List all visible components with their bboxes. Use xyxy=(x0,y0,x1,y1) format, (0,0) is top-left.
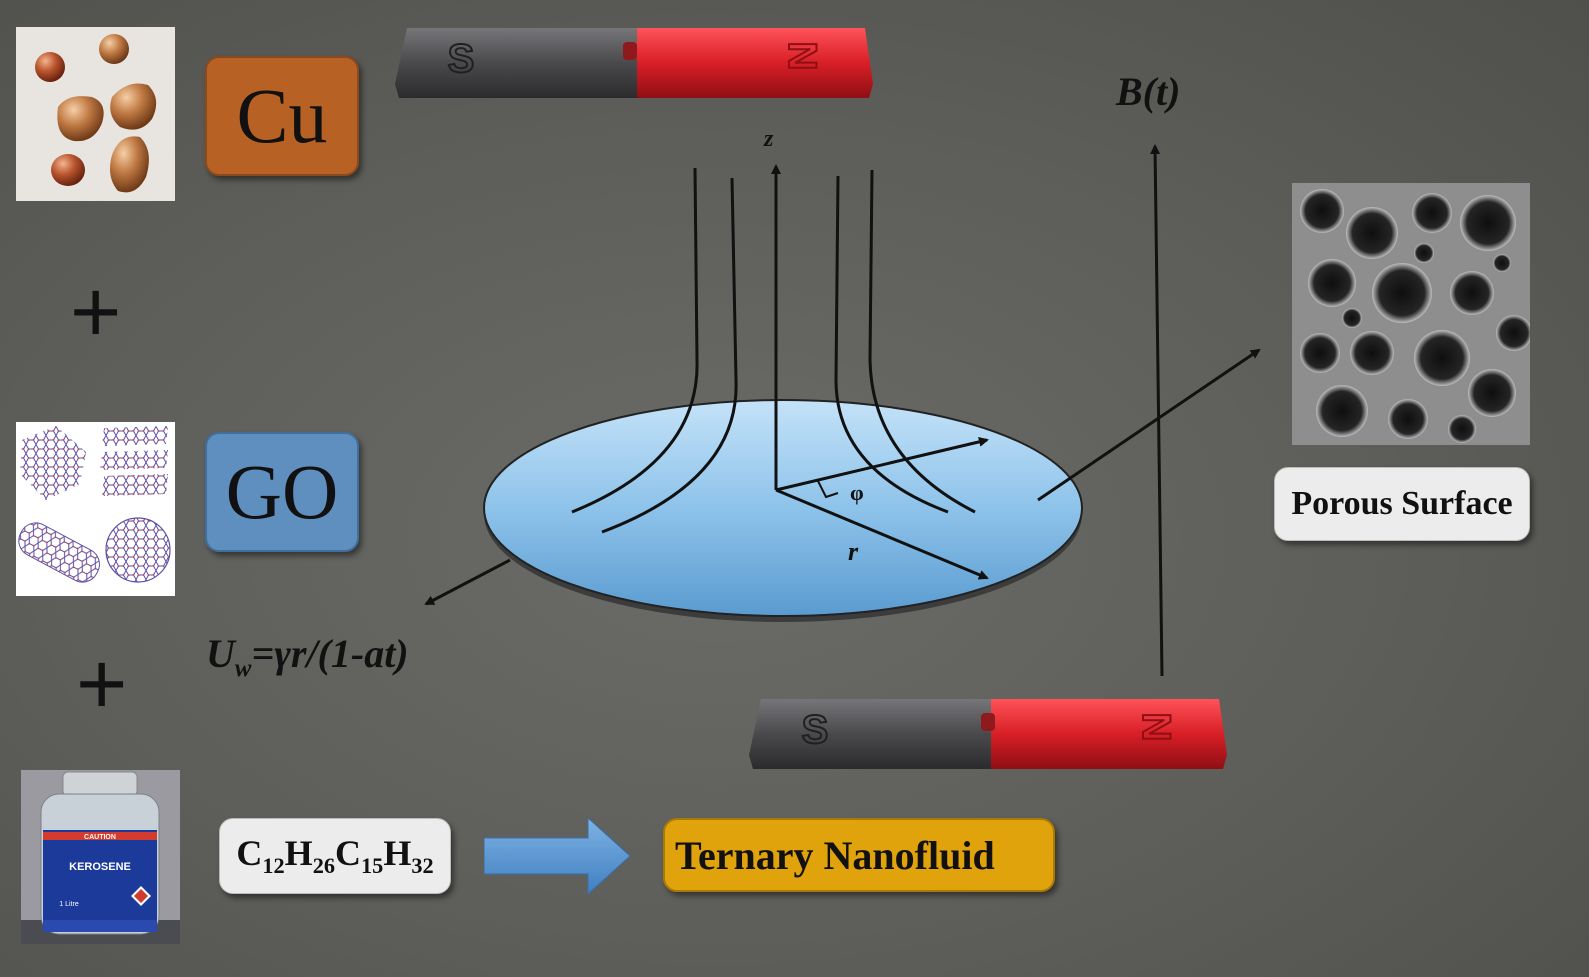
phi-direction-arrow xyxy=(775,436,989,492)
kerosene-text: KEROSENE xyxy=(69,861,131,873)
angle-marker xyxy=(817,480,839,499)
magnet-bottom-north: N xyxy=(1134,713,1178,742)
stretching-disk xyxy=(483,399,1083,617)
magnet-top-north: N xyxy=(780,42,824,71)
magnet-bottom-south: S xyxy=(802,708,829,752)
plus-sign-2: + xyxy=(76,634,128,733)
porous-pointer-arrow xyxy=(1037,348,1261,502)
go-label-box: GO xyxy=(205,432,359,552)
porous-surface-label: Porous Surface xyxy=(1291,485,1513,522)
kerosene-formula-box: C12H26C15H32 xyxy=(219,818,451,894)
ternary-nanofluid-box: Ternary Nanofluid xyxy=(663,818,1055,892)
cu-label-box: Cu xyxy=(205,56,359,176)
magnetic-field-label: B(t) xyxy=(1116,69,1181,114)
streamline-2 xyxy=(601,177,738,534)
bar-magnet-top: S N xyxy=(395,28,873,98)
kerosene-formula: C12H26C15H32 xyxy=(236,833,434,879)
r-axis xyxy=(775,488,989,580)
phi-label: φ xyxy=(850,480,864,505)
plus-sign-1: + xyxy=(70,262,122,361)
porous-surface-label-box: Porous Surface xyxy=(1274,467,1530,541)
streamline-4 xyxy=(868,169,976,514)
copper-particles-image xyxy=(16,27,175,201)
stretching-velocity-label: Uw=γr/(1-at) xyxy=(206,631,409,682)
graphene-oxide-image xyxy=(16,422,175,596)
porous-surface-image xyxy=(1292,183,1530,445)
streamline-3 xyxy=(834,175,949,514)
stretching-velocity-arrow xyxy=(424,558,511,606)
cu-label: Cu xyxy=(236,72,328,159)
magnetic-field-arrow xyxy=(1150,144,1164,677)
streamline-1 xyxy=(571,167,699,514)
go-label: GO xyxy=(225,448,339,535)
volume-text: 1 Litre xyxy=(59,901,79,908)
ternary-nanofluid-label: Ternary Nanofluid xyxy=(675,832,995,878)
bar-magnet-bottom: S N xyxy=(749,699,1227,769)
caution-text: CAUTION xyxy=(84,834,116,841)
kerosene-bottle-image: CAUTION KEROSENE 1 Litre xyxy=(21,770,180,944)
r-axis-label: r xyxy=(848,537,859,566)
process-arrow xyxy=(484,818,631,896)
magnet-top-south: S xyxy=(448,37,475,81)
z-axis-label: z xyxy=(764,126,774,152)
